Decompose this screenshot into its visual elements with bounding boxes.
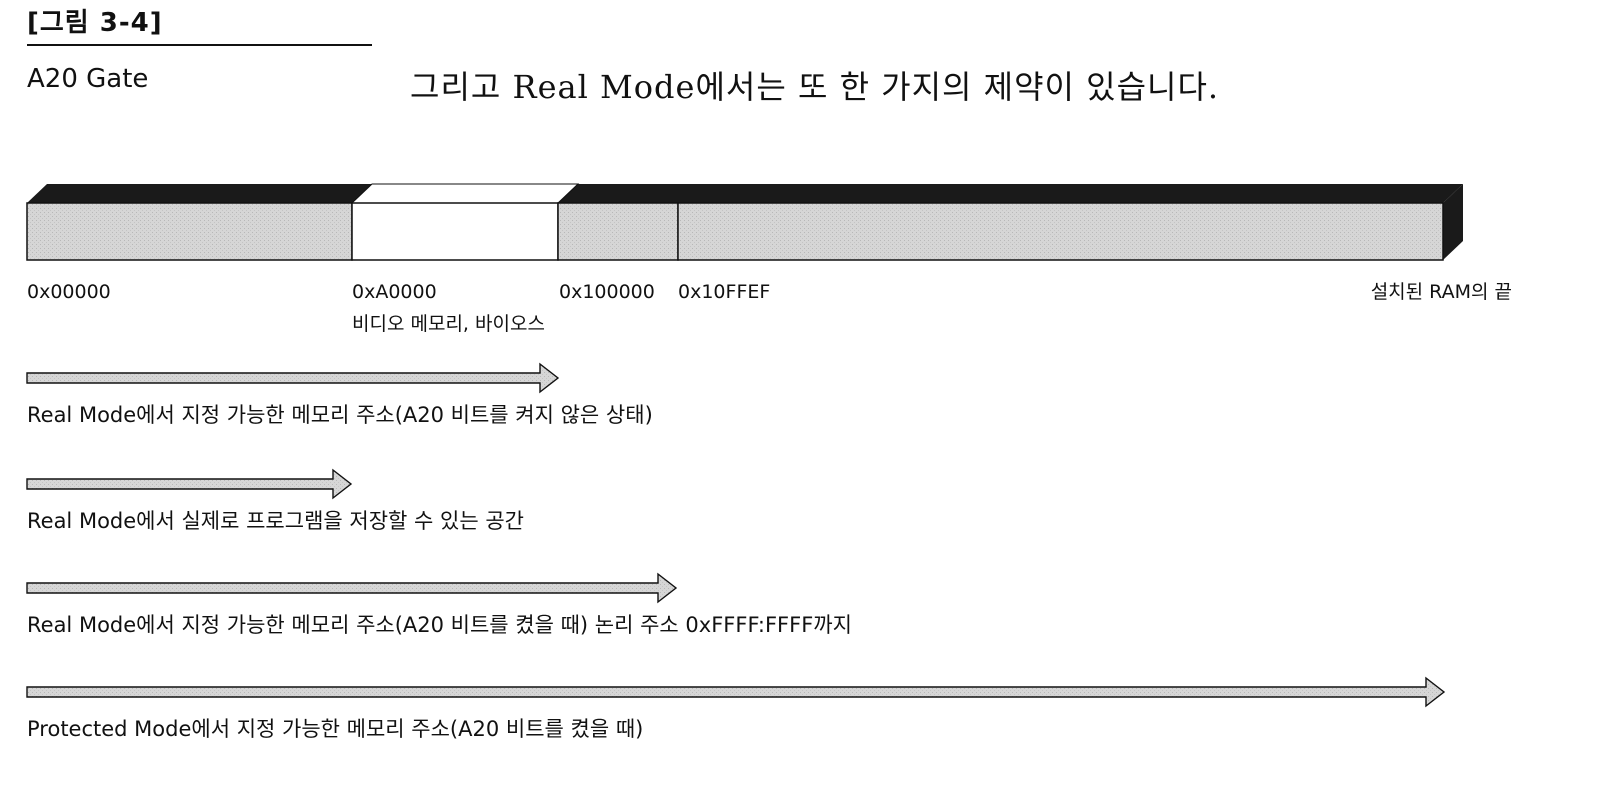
segment-upper	[557, 202, 679, 261]
video-bios-label: 비디오 메모리, 바이오스	[352, 313, 545, 335]
segment-video-bios	[351, 202, 559, 261]
range-arrow-program-space	[26, 468, 353, 500]
figure-title: [그림 3-4]	[27, 8, 163, 38]
address-label-start: 0x00000	[27, 281, 111, 303]
range-arrows: Real Mode에서 지정 가능한 메모리 주소(A20 비트를 켜지 않은 …	[26, 362, 1446, 741]
range-arrow-real-mode-no-a20	[26, 362, 560, 394]
title-underline	[27, 44, 372, 46]
address-label-video: 0xA0000	[352, 281, 437, 303]
memory-bar-side-face	[1443, 184, 1463, 260]
address-labels: 0x00000 0xA0000 0x100000 0x10FFEF 설치된 RA…	[27, 281, 1512, 335]
address-label-hma-end: 0x10FFEF	[678, 281, 770, 303]
memory-bar-top-face	[27, 184, 1463, 203]
memory-bar	[26, 183, 1463, 261]
intro-text: 그리고 Real Mode에서는 또 한 가지의 제약이 있습니다.	[410, 68, 1220, 106]
range-arrow-real-mode-a20	[26, 572, 678, 604]
range-label-protected-mode: Protected Mode에서 지정 가능한 메모리 주소(A20 비트를 켰…	[27, 717, 643, 741]
range-label-real-mode-a20: Real Mode에서 지정 가능한 메모리 주소(A20 비트를 켰을 때) …	[27, 613, 852, 637]
highlight-segment-top-face	[350, 183, 580, 204]
range-label-program-space: Real Mode에서 실제로 프로그램을 저장할 수 있는 공간	[27, 509, 524, 533]
address-label-ram-end: 설치된 RAM의 끝	[1371, 281, 1512, 303]
range-arrow-protected-mode	[26, 676, 1446, 708]
address-label-1mb: 0x100000	[559, 281, 655, 303]
range-label-real-mode-no-a20: Real Mode에서 지정 가능한 메모리 주소(A20 비트를 켜지 않은 …	[27, 403, 653, 427]
segment-extended	[677, 202, 1444, 261]
segment-conventional	[26, 202, 353, 261]
section-label: A20 Gate	[27, 64, 149, 94]
